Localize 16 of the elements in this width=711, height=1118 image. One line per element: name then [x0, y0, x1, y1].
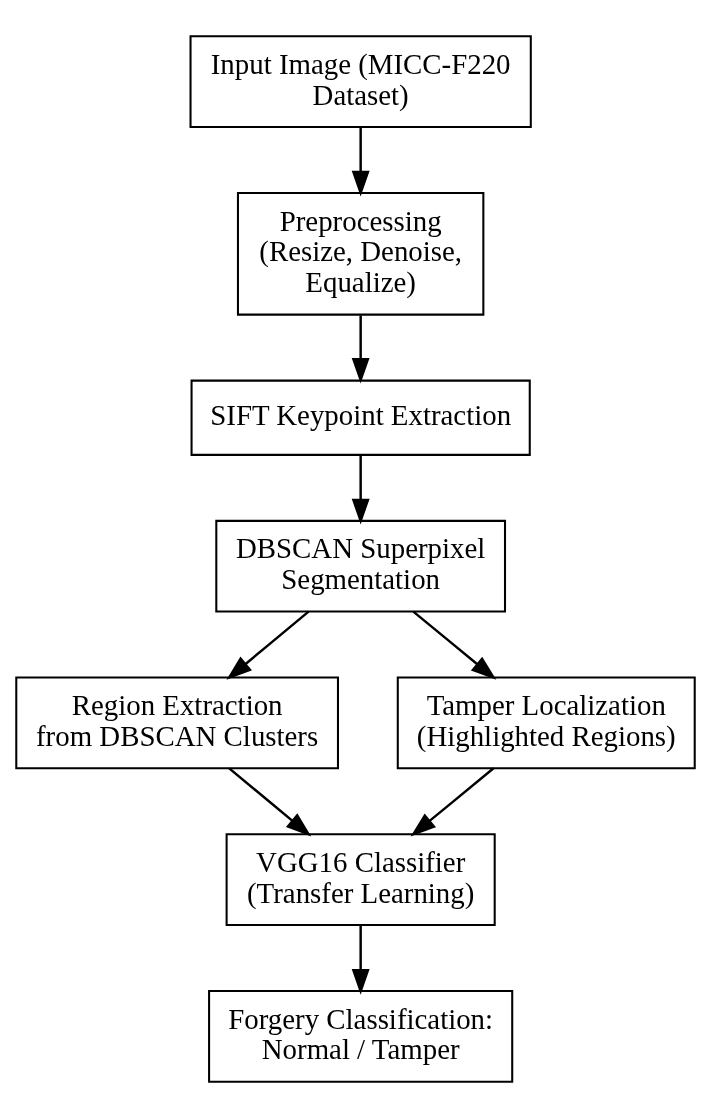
node-box: Preprocessing (Resize, Denoise, Equalize): [236, 191, 485, 316]
node-box: Input Image (MICC-F220 Dataset): [189, 35, 532, 128]
node-box: Tamper Localization (Highlighted Regions): [396, 676, 696, 770]
arrow: [412, 610, 497, 680]
arrow: [226, 610, 310, 680]
node-box: SIFT Keypoint Extraction: [190, 379, 531, 456]
arrow: [351, 925, 370, 995]
node-box: VGG16 Classifier (Transfer Learning): [225, 833, 496, 927]
node-box: Region Extraction from DBSCAN Clusters: [15, 676, 339, 770]
arrow: [410, 767, 495, 837]
arrow: [228, 767, 312, 837]
node-box: DBSCAN Superpixel Segmentation: [215, 519, 507, 613]
arrow: [351, 127, 370, 197]
arrow: [351, 315, 370, 384]
node-box: Forgery Classification: Normal / Tamper: [208, 990, 514, 1083]
arrow: [351, 455, 370, 525]
